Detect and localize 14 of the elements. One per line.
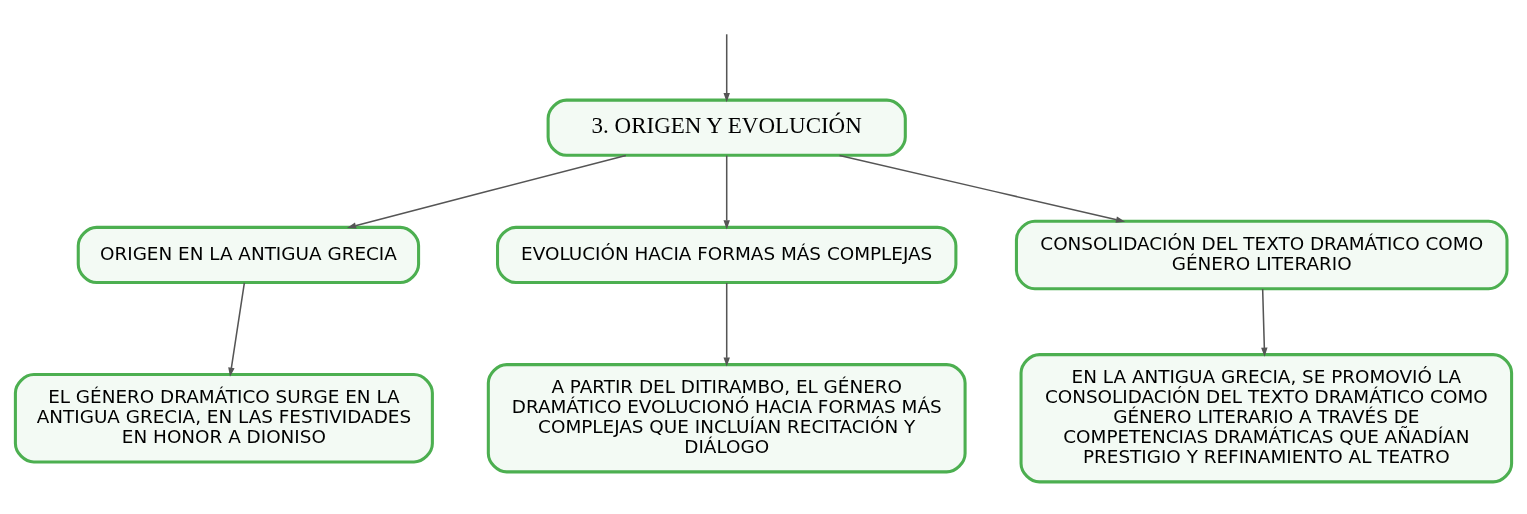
arrow: [723, 33, 730, 102]
arrow: [346, 154, 627, 229]
arrow: [723, 154, 730, 229]
node-box: 3. ORIGEN Y EVOLUCIÓN: [546, 98, 907, 157]
node-box: ORIGEN EN LA ANTIGUA GRECIA: [76, 225, 421, 284]
node-box: EL GÉNERO DRAMÁTICO SURGE EN LA ANTIGUA GRECIA, EN LAS FESTIVIDADES EN HONOR A DIONISO: [13, 372, 434, 463]
arrow: [838, 154, 1126, 223]
node-box: A PARTIR DEL DITIRAMBO, EL GÉNERO DRAMÁTICO EVOLUCIONÓ HACIA FORMAS MÁS COMPLEJAS QUE INCLUÍAN RECITACIÓN Y DIÁLOGO: [486, 362, 967, 473]
arrow: [228, 281, 246, 377]
node-box: EVOLUCIÓN HACIA FORMAS MÁS COMPLEJAS: [496, 225, 958, 284]
node-box: EN LA ANTIGUA GRECIA, SE PROMOVIÓ LA CONSOLIDACIÓN DEL TEXTO DRAMÁTICO COMO GÉNERO LITERARIO A TRAVÉS DE COMPETENCIAS DRAMÁTICAS QUE AÑADÍAN PRESTIGIO Y REFINAMIENTO AL TEATRO: [1019, 352, 1514, 483]
node-box: CONSOLIDACIÓN DEL TEXTO DRAMÁTICO COMO GÉNERO LITERARIO: [1014, 219, 1509, 290]
arrow: [723, 281, 730, 367]
arrow: [1261, 287, 1268, 357]
